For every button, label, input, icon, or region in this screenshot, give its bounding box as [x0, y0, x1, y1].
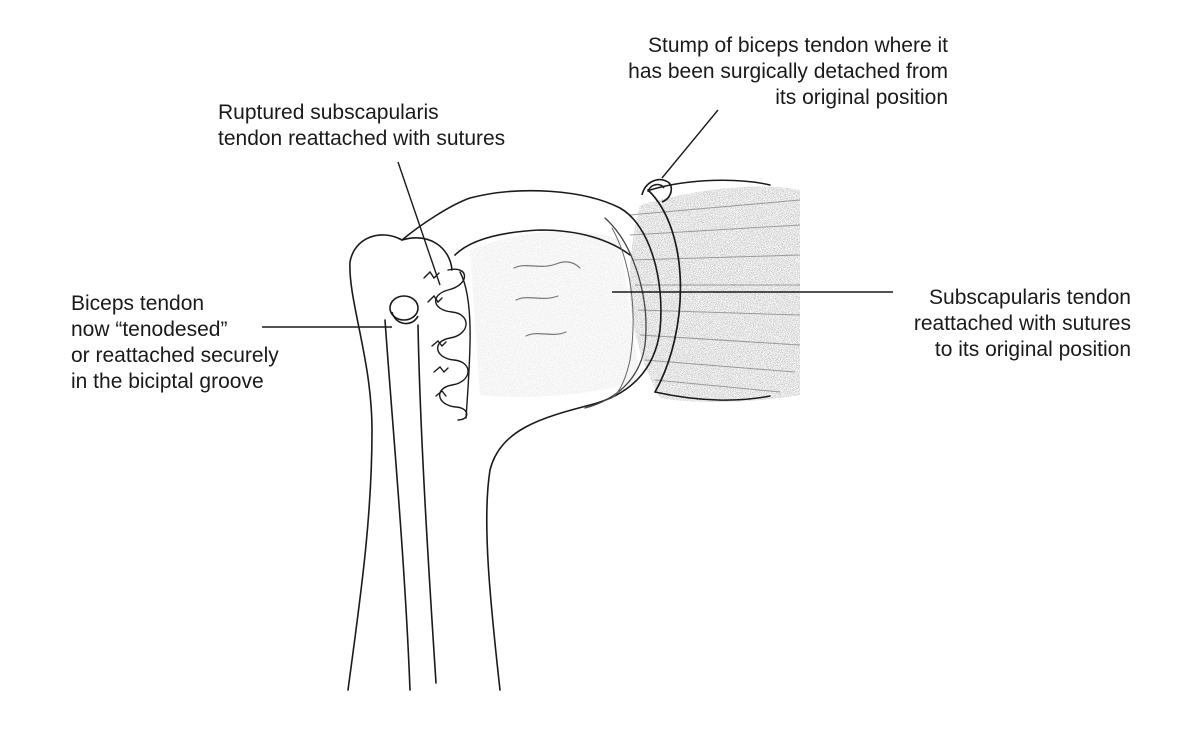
label-line: to its original position: [934, 338, 1131, 361]
label-subscapularis-tendon: Subscapularis tendon reattached with sut…: [914, 285, 1131, 363]
bone-outline: [347, 189, 662, 691]
inner-contour: [584, 217, 647, 409]
leader-ruptured: [397, 161, 441, 286]
tendon-marks: [513, 261, 581, 337]
label-line: in the biciptal groove: [71, 370, 264, 393]
inner-contour-2: [611, 227, 634, 399]
label-line: Stump of biceps tendon where it: [647, 34, 948, 57]
label-line: Ruptured subscapularis: [218, 101, 439, 124]
tendon-head-outline: [454, 229, 631, 256]
label-biceps-tendon: Biceps tendon now “tenodesed” or reattac…: [71, 291, 279, 395]
label-line: or reattached securely: [71, 344, 279, 367]
label-line: Biceps tendon: [71, 292, 205, 315]
muscle-fibers: [629, 199, 801, 393]
suture-stitches: [423, 268, 471, 421]
groove-left-line: [384, 319, 411, 691]
leader-stump: [661, 109, 719, 179]
label-biceps-stump: Stump of biceps tendon where it has been…: [628, 33, 948, 111]
label-ruptured-subscapularis: Ruptured subscapularis tendon reattached…: [218, 100, 505, 152]
biceps-tendon-head: [389, 295, 419, 325]
leader-lines: [262, 109, 893, 328]
label-line: tendon reattached with sutures: [218, 127, 506, 150]
label-line: now “tenodesed”: [71, 318, 228, 341]
tuberosity-outline: [401, 237, 453, 271]
biceps-stump: [641, 178, 673, 203]
humeral-head-outline: [347, 189, 662, 691]
label-line: Subscapularis tendon: [929, 286, 1131, 309]
muscle-shading: [470, 186, 800, 402]
label-line: its original position: [775, 86, 948, 109]
groove-right-line: [417, 324, 437, 684]
label-line: reattached with sutures: [913, 312, 1131, 335]
label-line: has been surgically detached from: [628, 60, 948, 83]
